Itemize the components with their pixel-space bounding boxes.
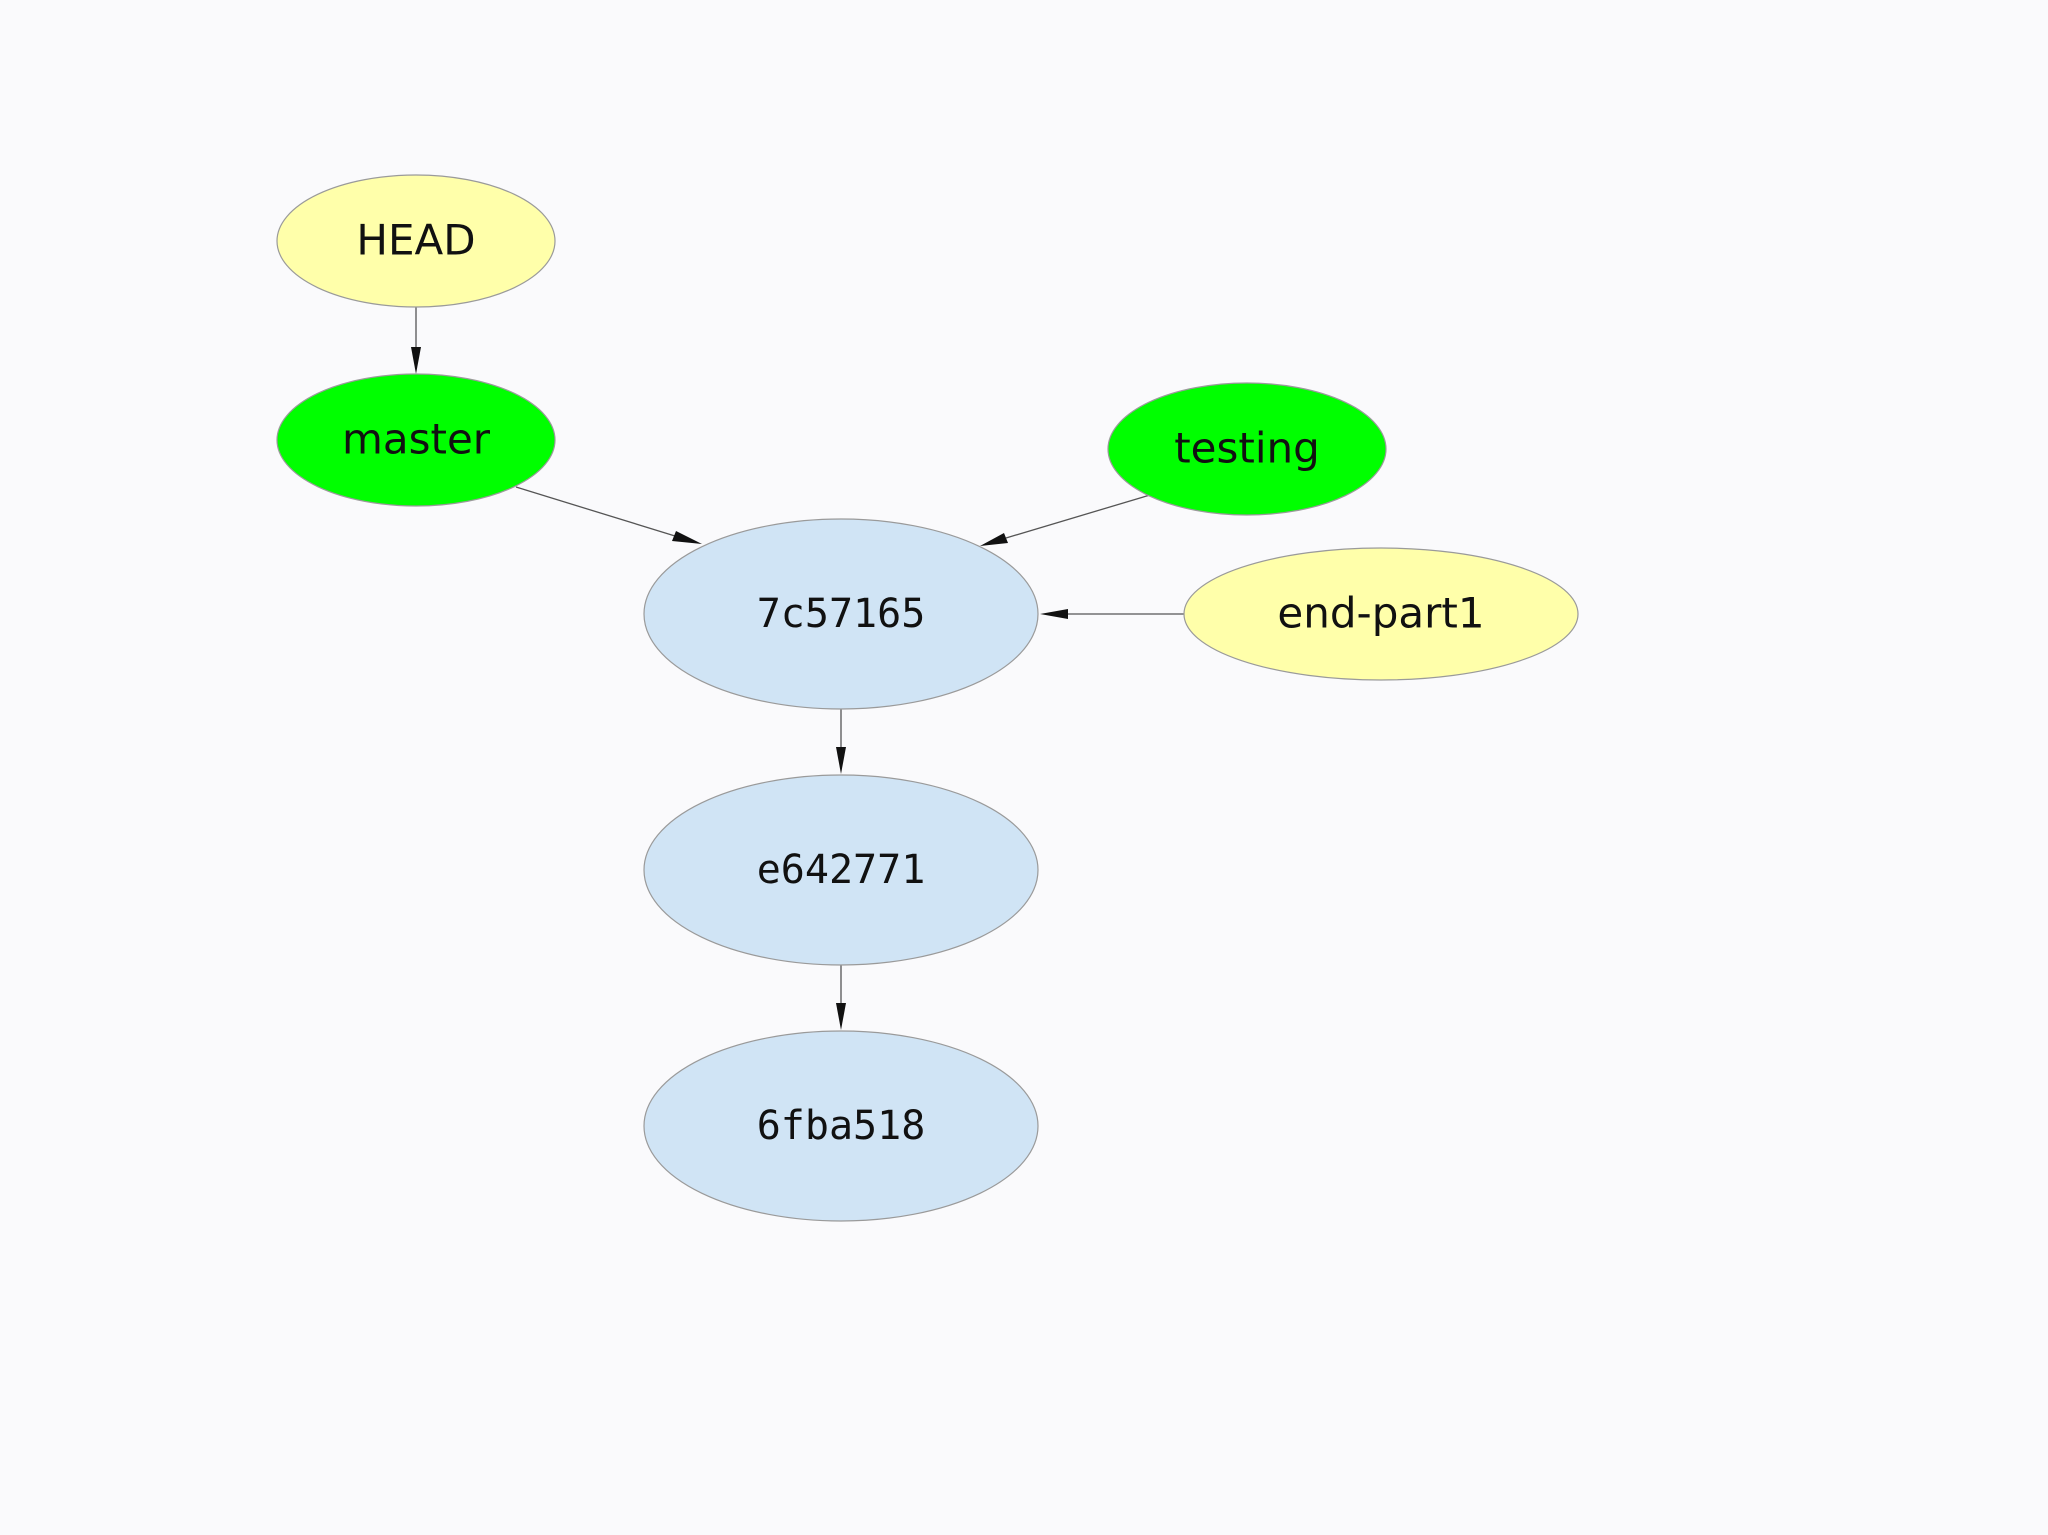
node-master: master (276, 373, 556, 507)
node-master-label: master (342, 415, 491, 464)
node-commit-6fba518-shape (643, 1030, 1039, 1222)
node-commit-e642771-label: e642771 (757, 847, 926, 893)
node-commit-6fba518-label: 6fba518 (757, 1103, 926, 1149)
edge-master-to-7c57165 (515, 486, 702, 544)
node-commit-7c57165-shape (643, 518, 1039, 710)
edge-e642771-to-6fba518 (836, 965, 846, 1030)
node-commit-7c57165-label: 7c57165 (757, 591, 926, 637)
node-testing: testing (1107, 382, 1387, 516)
node-head-label: HEAD (356, 216, 475, 265)
node-commit-e642771: e642771 (643, 774, 1039, 966)
edge-7c57165-to-e642771 (836, 709, 846, 774)
edges (411, 307, 1184, 1030)
node-commit-6fba518: 6fba518 (643, 1030, 1039, 1222)
node-testing-shape (1107, 382, 1387, 516)
node-end-part1: end-part1 (1183, 547, 1579, 681)
node-master-shape (276, 373, 556, 507)
node-head: HEAD (276, 174, 556, 308)
node-testing-label: testing (1174, 424, 1320, 473)
node-commit-7c57165: 7c57165 (643, 518, 1039, 710)
edge-end-part1-to-7c57165 (1040, 609, 1184, 619)
node-end-part1-shape (1183, 547, 1579, 681)
edge-testing-to-7c57165 (980, 494, 1151, 546)
node-end-part1-label: end-part1 (1277, 589, 1484, 638)
node-head-shape (276, 174, 556, 308)
edge-head-to-master (411, 307, 421, 374)
node-commit-e642771-shape (643, 774, 1039, 966)
